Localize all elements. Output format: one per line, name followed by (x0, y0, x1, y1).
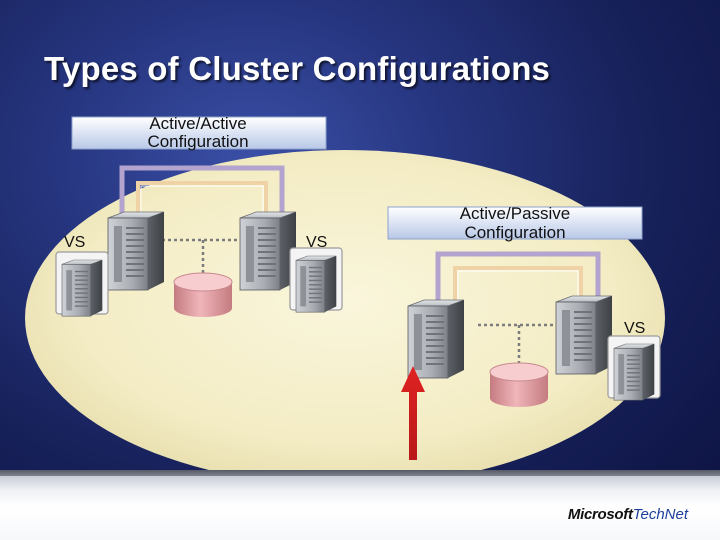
active-passive-group: VS Active/Passive Configuration (387, 204, 660, 460)
active-active-label-line1: Active/Active (149, 114, 246, 133)
active-active-group: VS VS Active/Active Configuration (56, 114, 342, 317)
failover-arrow (401, 366, 425, 460)
brand-microsoft: Microsoft (567, 506, 633, 523)
passive-storage-disk (489, 362, 549, 407)
footer-stripe (0, 470, 720, 480)
active-active-label: Active/Active Configuration (71, 114, 327, 151)
vs-label-left: VS (64, 234, 85, 251)
vs-label-right: VS (306, 234, 327, 251)
active-passive-label: Active/Passive Configuration (387, 204, 643, 242)
active-passive-label-line2: Configuration (464, 223, 565, 242)
server-node-right (239, 211, 297, 291)
active-server-node (555, 295, 613, 375)
virtual-server-left (56, 252, 108, 316)
active-passive-label-line1: Active/Passive (460, 204, 571, 223)
microsoft-technet-logo: MicrosoftTechNet (568, 506, 688, 523)
virtual-server-right (290, 248, 342, 312)
active-active-label-line2: Configuration (147, 132, 248, 151)
server-node-left (107, 211, 165, 291)
vs-label-passive-cluster: VS (624, 320, 645, 337)
footer-band (0, 476, 720, 540)
passive-server-node (407, 299, 465, 379)
slide-title: Types of Cluster Configurations (44, 50, 551, 87)
virtual-server-passive-cluster (608, 336, 660, 400)
shared-storage-disk (173, 272, 233, 317)
brand-technet: TechNet (632, 506, 688, 523)
